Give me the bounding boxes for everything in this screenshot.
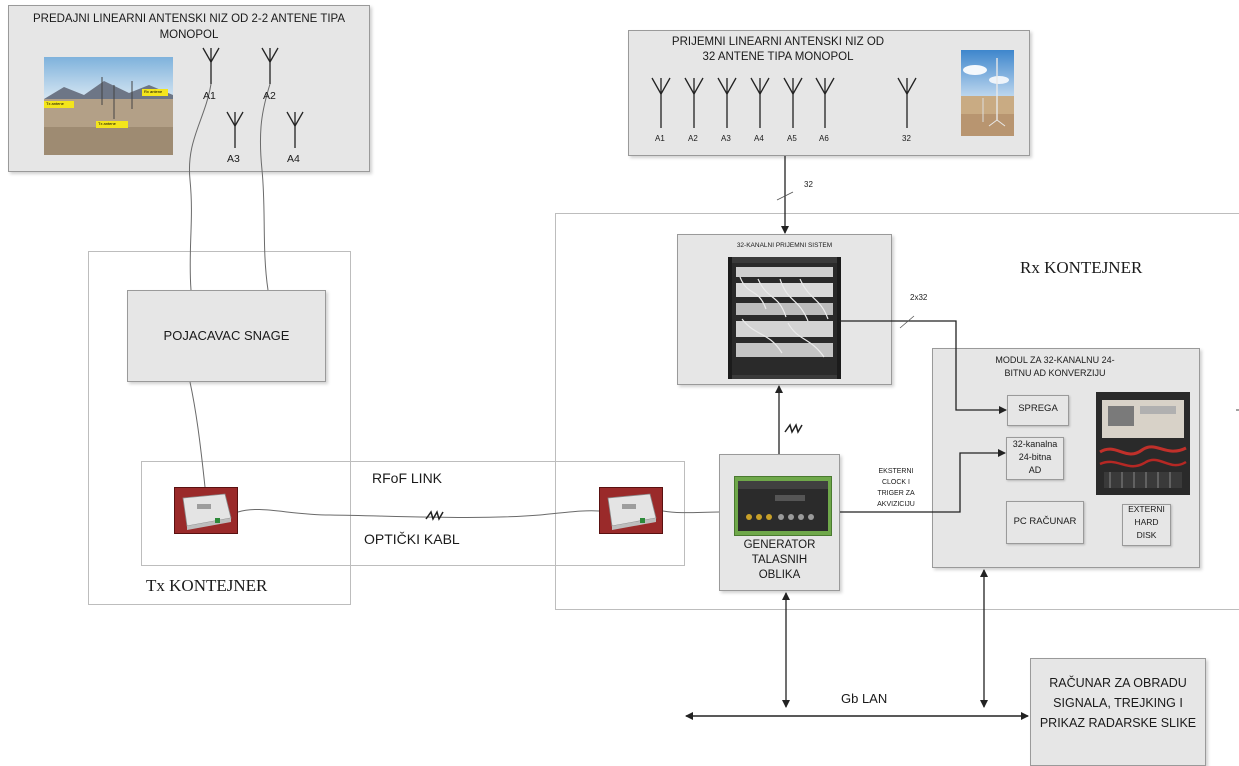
rx-site-photo — [961, 50, 1014, 136]
ad-converter-line3: AD — [1028, 465, 1042, 475]
rfof-link-title: RFoF LINK — [372, 470, 443, 486]
rx-antenna-icons — [651, 77, 917, 128]
clock-label-line3: TRIGER ZA — [877, 490, 915, 497]
tx-array-title-line1: PREDAJNI LINEARNI ANTENSKI NIZ OD 2-2 AN… — [32, 13, 346, 25]
tx-photo-tag-1: Tx antene — [46, 101, 64, 106]
tx-array-title-line2: MONOPOL — [159, 29, 219, 41]
tx-photo-tag-2: Rx antene — [144, 89, 163, 94]
rx-antenna-a32-icon — [897, 77, 917, 128]
rf-waveform-icon-1 — [425, 510, 444, 521]
disk-label-line3: DISK — [1136, 530, 1157, 540]
rx-bus2-label: 2x32 — [910, 293, 928, 302]
pc-label: PC RAČUNAR — [1013, 516, 1077, 527]
ad-hardware-photo — [1096, 392, 1190, 495]
rfof-tx-module — [174, 487, 238, 534]
clock-trigger-line — [840, 449, 1006, 513]
clock-label-line4: AKVIZICIJU — [877, 501, 915, 508]
rx-array-title-line2: 32 ANTENE TIPA MONOPOL — [702, 51, 854, 63]
tx-antenna-a1-icon — [202, 47, 220, 84]
disk-label-line2: HARD — [1134, 517, 1159, 527]
rfof-to-generator-cable — [662, 510, 720, 514]
amplifier-to-rfof-cable — [189, 381, 206, 488]
rx-container-label: Rx KONTEJNER — [1020, 258, 1143, 277]
rx-antenna-a6-label: A6 — [819, 134, 829, 143]
optical-cable-line — [237, 509, 600, 518]
tx-site-photo: Tx antene Rx antene Tx antene — [44, 57, 173, 155]
rfof-rx-module — [599, 487, 663, 534]
tx-container-label: Tx KONTEJNER — [146, 576, 268, 595]
rx-bus-slash — [776, 191, 794, 201]
tx-antenna-a2-icon — [261, 47, 279, 84]
rx-antenna-a1-label: A1 — [655, 134, 665, 143]
sprega-box — [1007, 395, 1069, 426]
rx-antenna-a5-label: A5 — [787, 134, 797, 143]
rx-antenna-a4-icon — [750, 77, 770, 128]
rx-antenna-a32-label: 32 — [902, 134, 911, 143]
processing-line1: RAČUNAR ZA OBRADU — [1049, 676, 1187, 690]
processing-line3: PRIKAZ RADARSKE SLIKE — [1039, 716, 1197, 730]
clock-label-line2: CLOCK I — [881, 479, 910, 486]
ad-module-title-line2: BITNU AD KONVERZIJU — [1004, 368, 1106, 378]
rx-array-title-line1: PRIJEMNI LINEARNI ANTENSKI NIZ OD — [671, 36, 885, 48]
tx-antenna-a4-icon — [286, 111, 304, 148]
feed-cable-a1 — [188, 83, 212, 291]
ad-module-title-line1: MODUL ZA 32-KANALNU 24- — [995, 355, 1115, 365]
disk-label-line1: EXTERNI — [1128, 504, 1165, 514]
rx-antenna-a2-label: A2 — [688, 134, 698, 143]
receiver-system-title: 32-KANALNI PRIJEMNI SISTEM — [736, 242, 833, 249]
power-amplifier-box — [127, 290, 326, 382]
generator-label-line2: TALASNIH — [751, 554, 808, 566]
generator-label-line1: GENERATOR — [743, 539, 816, 551]
ad-converter-box — [1006, 437, 1064, 480]
external-disk-box — [1122, 504, 1171, 546]
tx-antenna-a3-label: A3 — [227, 153, 240, 165]
tx-container — [88, 251, 351, 605]
ad-converter-line1: 32-kanalna — [1012, 439, 1058, 449]
generator-label-line3: OBLIKA — [758, 569, 801, 581]
ad-converter-line2: 24-bitna — [1018, 452, 1052, 462]
tx-antenna-a3-icon — [226, 111, 244, 148]
rx-antenna-a4-label: A4 — [754, 134, 764, 143]
tx-antenna-a2-label: A2 — [263, 90, 276, 102]
pc-box — [1006, 501, 1084, 544]
receiver-to-sprega-line — [839, 320, 1007, 414]
rfof-link-frame — [141, 461, 685, 566]
power-amplifier-label: POJACAVAC SNAGE — [163, 328, 290, 343]
gb-lan-label: Gb LAN — [841, 691, 888, 706]
sprega-label: SPREGA — [1018, 403, 1058, 414]
waveform-generator-photo — [734, 476, 832, 536]
tx-photo-tag-3: Tx antene — [98, 121, 116, 126]
tx-antenna-a1-label: A1 — [203, 90, 216, 102]
feed-cable-a2 — [259, 83, 271, 291]
rx-antenna-a1-icon — [651, 77, 671, 128]
receiver-rack-photo — [728, 257, 841, 379]
rx-antenna-a5-icon — [783, 77, 803, 128]
rx-bus-label: 32 — [804, 180, 813, 189]
rx-container — [555, 213, 1239, 610]
rx-antenna-a2-icon — [684, 77, 704, 128]
processing-computer-box — [1030, 658, 1206, 766]
rx-bus2-slash — [899, 315, 915, 329]
processing-line2: SIGNALA, TREJKING I — [1053, 696, 1183, 710]
rx-antenna-a3-icon — [717, 77, 737, 128]
optical-cable-label: OPTIČKI KABL — [364, 531, 460, 547]
clock-label-line1: EKSTERNI — [878, 468, 914, 475]
rx-antenna-a3-label: A3 — [721, 134, 731, 143]
rx-antenna-a6-icon — [815, 77, 835, 128]
rf-waveform-icon-2 — [784, 423, 803, 434]
tx-antenna-a4-label: A4 — [287, 153, 300, 165]
